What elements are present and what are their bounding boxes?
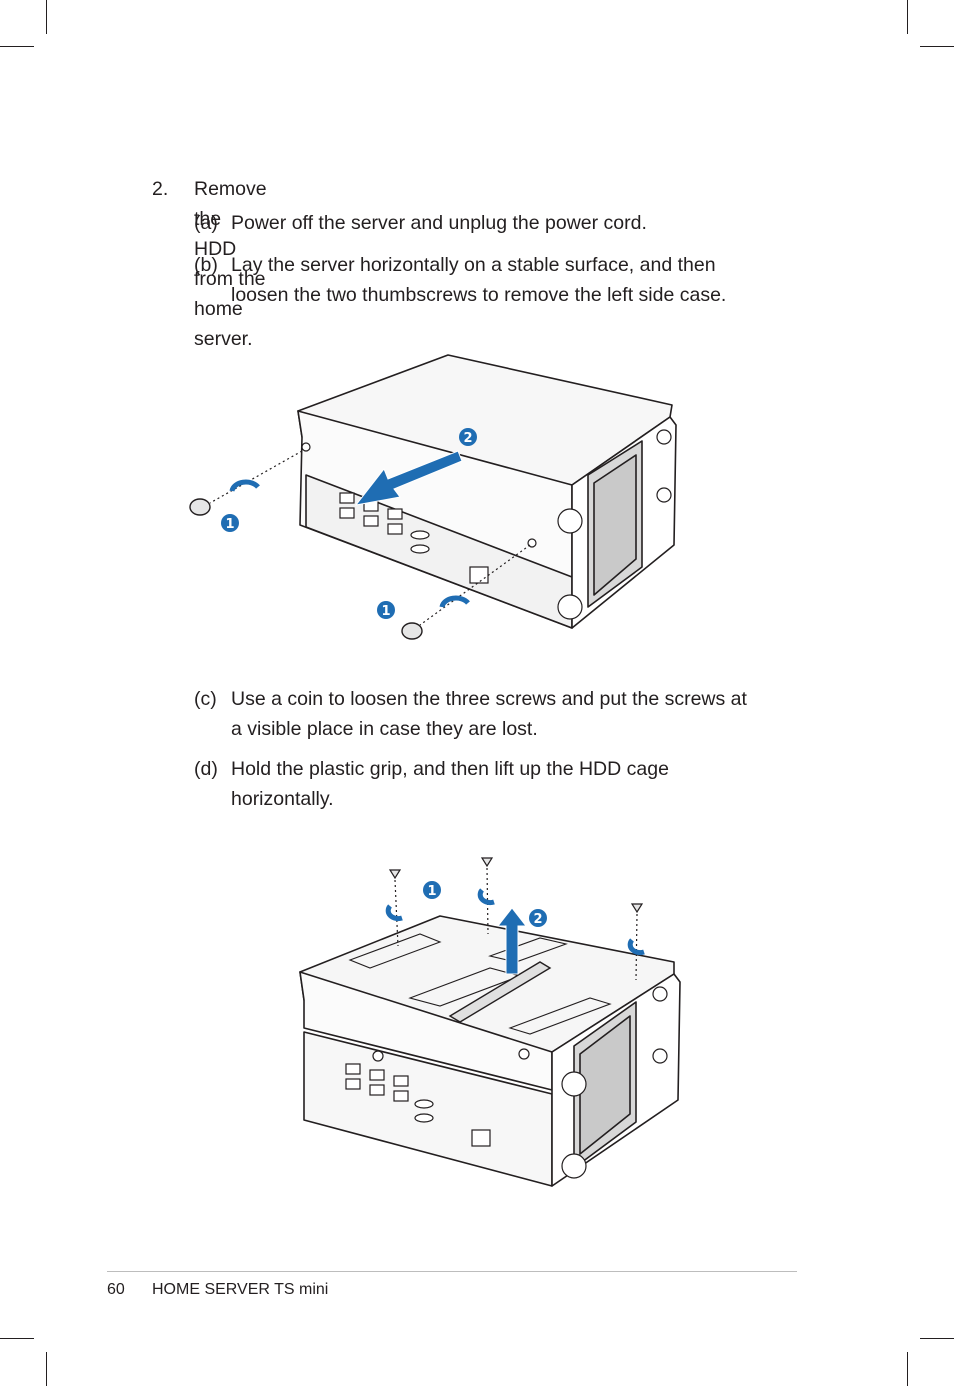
svg-text:2: 2 <box>533 912 542 927</box>
page-number: 60 <box>107 1281 125 1298</box>
substep-line: Power off the server and unplug the powe… <box>231 212 647 234</box>
figure-lift-hdd-cage: 1 2 <box>299 857 681 1187</box>
substep-line: horizontally. <box>231 788 334 810</box>
svg-text:2: 2 <box>463 431 472 446</box>
footer-rule <box>107 1271 797 1272</box>
plastic-grip <box>448 961 552 1023</box>
crop-mark <box>920 1338 954 1339</box>
remove-case-arrow <box>354 450 463 506</box>
substep-label: (a) <box>194 212 218 234</box>
crop-mark <box>46 1352 47 1386</box>
callout-1: 1 <box>377 601 395 619</box>
substep-line: a visible place in case they are lost. <box>231 718 538 740</box>
callout-2: 2 <box>459 428 477 446</box>
footer-title: HOME SERVER TS mini <box>152 1281 329 1298</box>
crop-mark <box>907 1352 908 1386</box>
substep-label: (b) <box>194 254 218 276</box>
svg-text:1: 1 <box>427 884 436 899</box>
callout-1: 1 <box>221 514 239 532</box>
crop-mark <box>0 1338 34 1339</box>
substep-line: Lay the server horizontally on a stable … <box>231 254 716 276</box>
substep-label: (d) <box>194 758 218 780</box>
substep-line: Hold the plastic grip, and then lift up … <box>231 758 669 780</box>
step-number: 2. <box>152 178 169 200</box>
step-text: Remove the HDD from the home server. <box>194 178 267 350</box>
callout-1: 1 <box>423 881 441 899</box>
figure-remove-side-case: 2 1 1 <box>189 354 677 640</box>
crop-mark <box>920 46 954 47</box>
substep-label: (c) <box>194 688 217 710</box>
crop-mark <box>907 0 908 34</box>
substep-line: loosen the two thumbscrews to remove the… <box>231 284 727 306</box>
callout-2: 2 <box>529 909 547 927</box>
crop-mark <box>0 46 34 47</box>
svg-text:1: 1 <box>225 517 234 532</box>
lift-arrow <box>496 907 528 975</box>
substep-line: Use a coin to loosen the three screws an… <box>231 688 747 710</box>
svg-text:1: 1 <box>381 604 390 619</box>
crop-mark <box>46 0 47 34</box>
